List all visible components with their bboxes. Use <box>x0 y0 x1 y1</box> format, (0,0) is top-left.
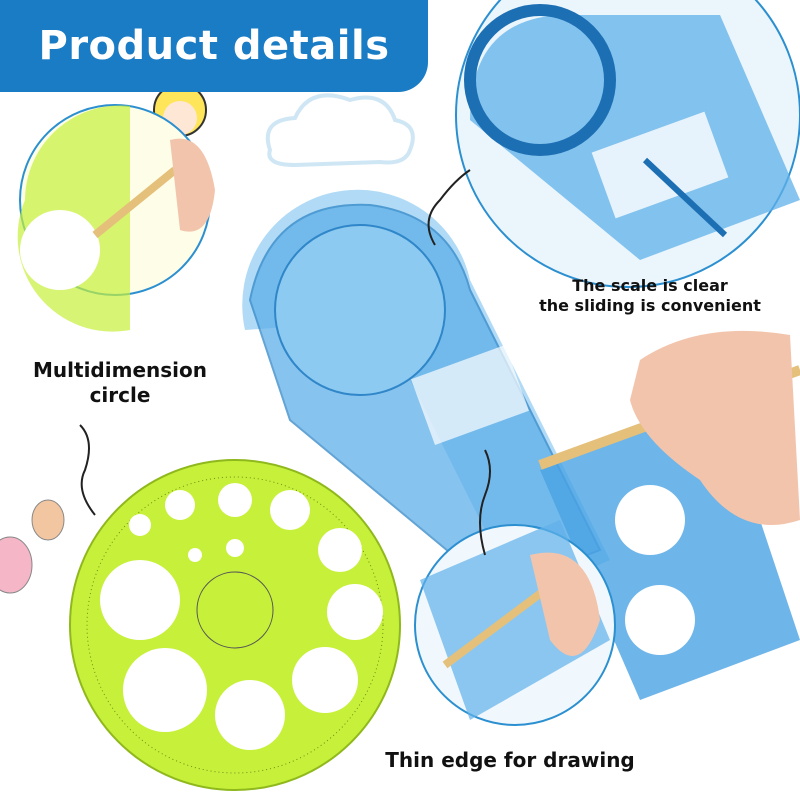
callout-circle-top-right <box>455 0 800 288</box>
caption-scale: The scale is clear the sliding is conven… <box>520 276 780 316</box>
hand-with-pencil <box>538 330 800 525</box>
page-title: Product details <box>0 0 428 92</box>
caption-line: The scale is clear <box>572 276 728 295</box>
pointer-arrows <box>79 169 491 556</box>
arrow-icon <box>79 424 96 516</box>
cloud-decoration <box>265 93 415 168</box>
caption-thin-edge: Thin edge for drawing <box>385 748 635 772</box>
caption-line: circle <box>89 383 151 407</box>
caption-line: Multidimension <box>33 358 207 382</box>
callout-circle-left <box>17 104 215 332</box>
callout-circle-bottom <box>414 520 616 726</box>
caption-multidimension: Multidimension circle <box>20 358 220 408</box>
green-circle-protractor <box>69 459 401 791</box>
arrow-icon <box>427 169 471 246</box>
caption-line: the sliding is convenient <box>539 296 761 315</box>
arrow-icon <box>479 449 491 556</box>
hot-air-balloons-decoration <box>0 499 65 594</box>
